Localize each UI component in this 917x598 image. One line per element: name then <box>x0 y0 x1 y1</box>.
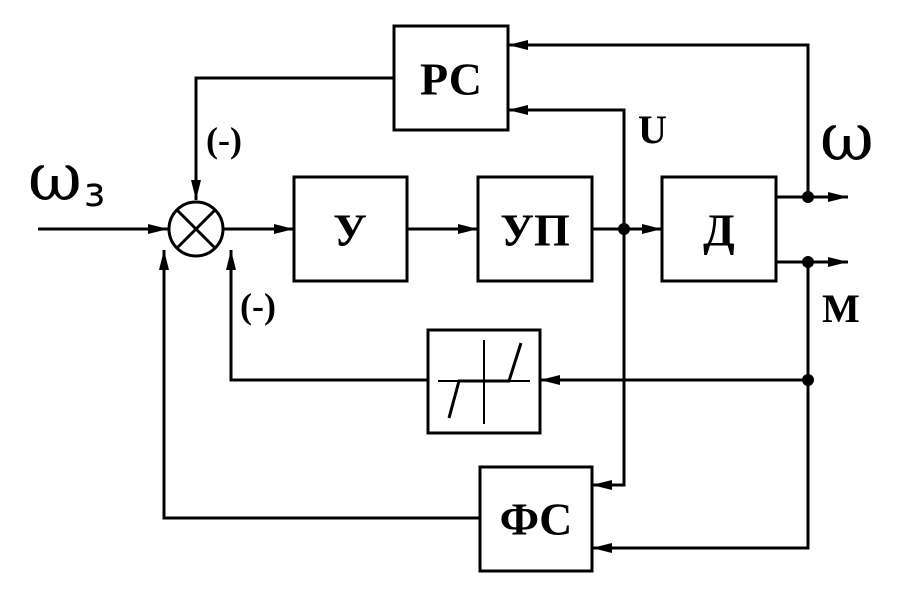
torque-feedback-line <box>592 262 810 553</box>
voltage-to-fs-line <box>592 229 626 490</box>
block-rs: РС <box>392 24 510 132</box>
block-converter: УП <box>476 175 594 283</box>
block-converter-label: УП <box>500 205 570 256</box>
cutoff-block <box>426 328 542 435</box>
dead-zone-characteristic <box>447 342 523 419</box>
rs-feedback-sign: (-) <box>206 120 242 160</box>
block-fs: ФС <box>478 465 594 573</box>
junction-dot <box>618 223 630 235</box>
junction-dot <box>802 191 814 203</box>
rs-to-summer-line <box>191 76 394 200</box>
junction-dot <box>802 256 814 268</box>
voltage-label: U <box>638 107 667 152</box>
block-amplifier: У <box>292 175 409 283</box>
setpoint-subscript: з <box>84 170 105 216</box>
cutoff-to-summer-line <box>226 250 428 382</box>
speed-feedback-to-rs-line <box>508 40 810 197</box>
block-rs-label: РС <box>420 54 482 105</box>
voltage-to-rs-line <box>508 105 626 229</box>
fs-to-summer-line <box>159 250 480 520</box>
junction-points <box>618 191 814 386</box>
block-motor: Д <box>660 175 778 283</box>
setpoint-symbol: ωз <box>28 139 105 216</box>
speed-output-label: ω <box>820 99 874 176</box>
block-motor-label: Д <box>703 205 735 256</box>
connections <box>38 40 848 553</box>
setpoint-omega: ω <box>28 139 82 216</box>
summing-junction <box>167 200 225 258</box>
current-feedback-sign: (-) <box>240 286 276 326</box>
torque-output-label: M <box>822 286 860 331</box>
junction-dot <box>802 374 814 386</box>
block-amplifier-label: У <box>333 205 367 256</box>
block-fs-label: ФС <box>500 494 573 545</box>
